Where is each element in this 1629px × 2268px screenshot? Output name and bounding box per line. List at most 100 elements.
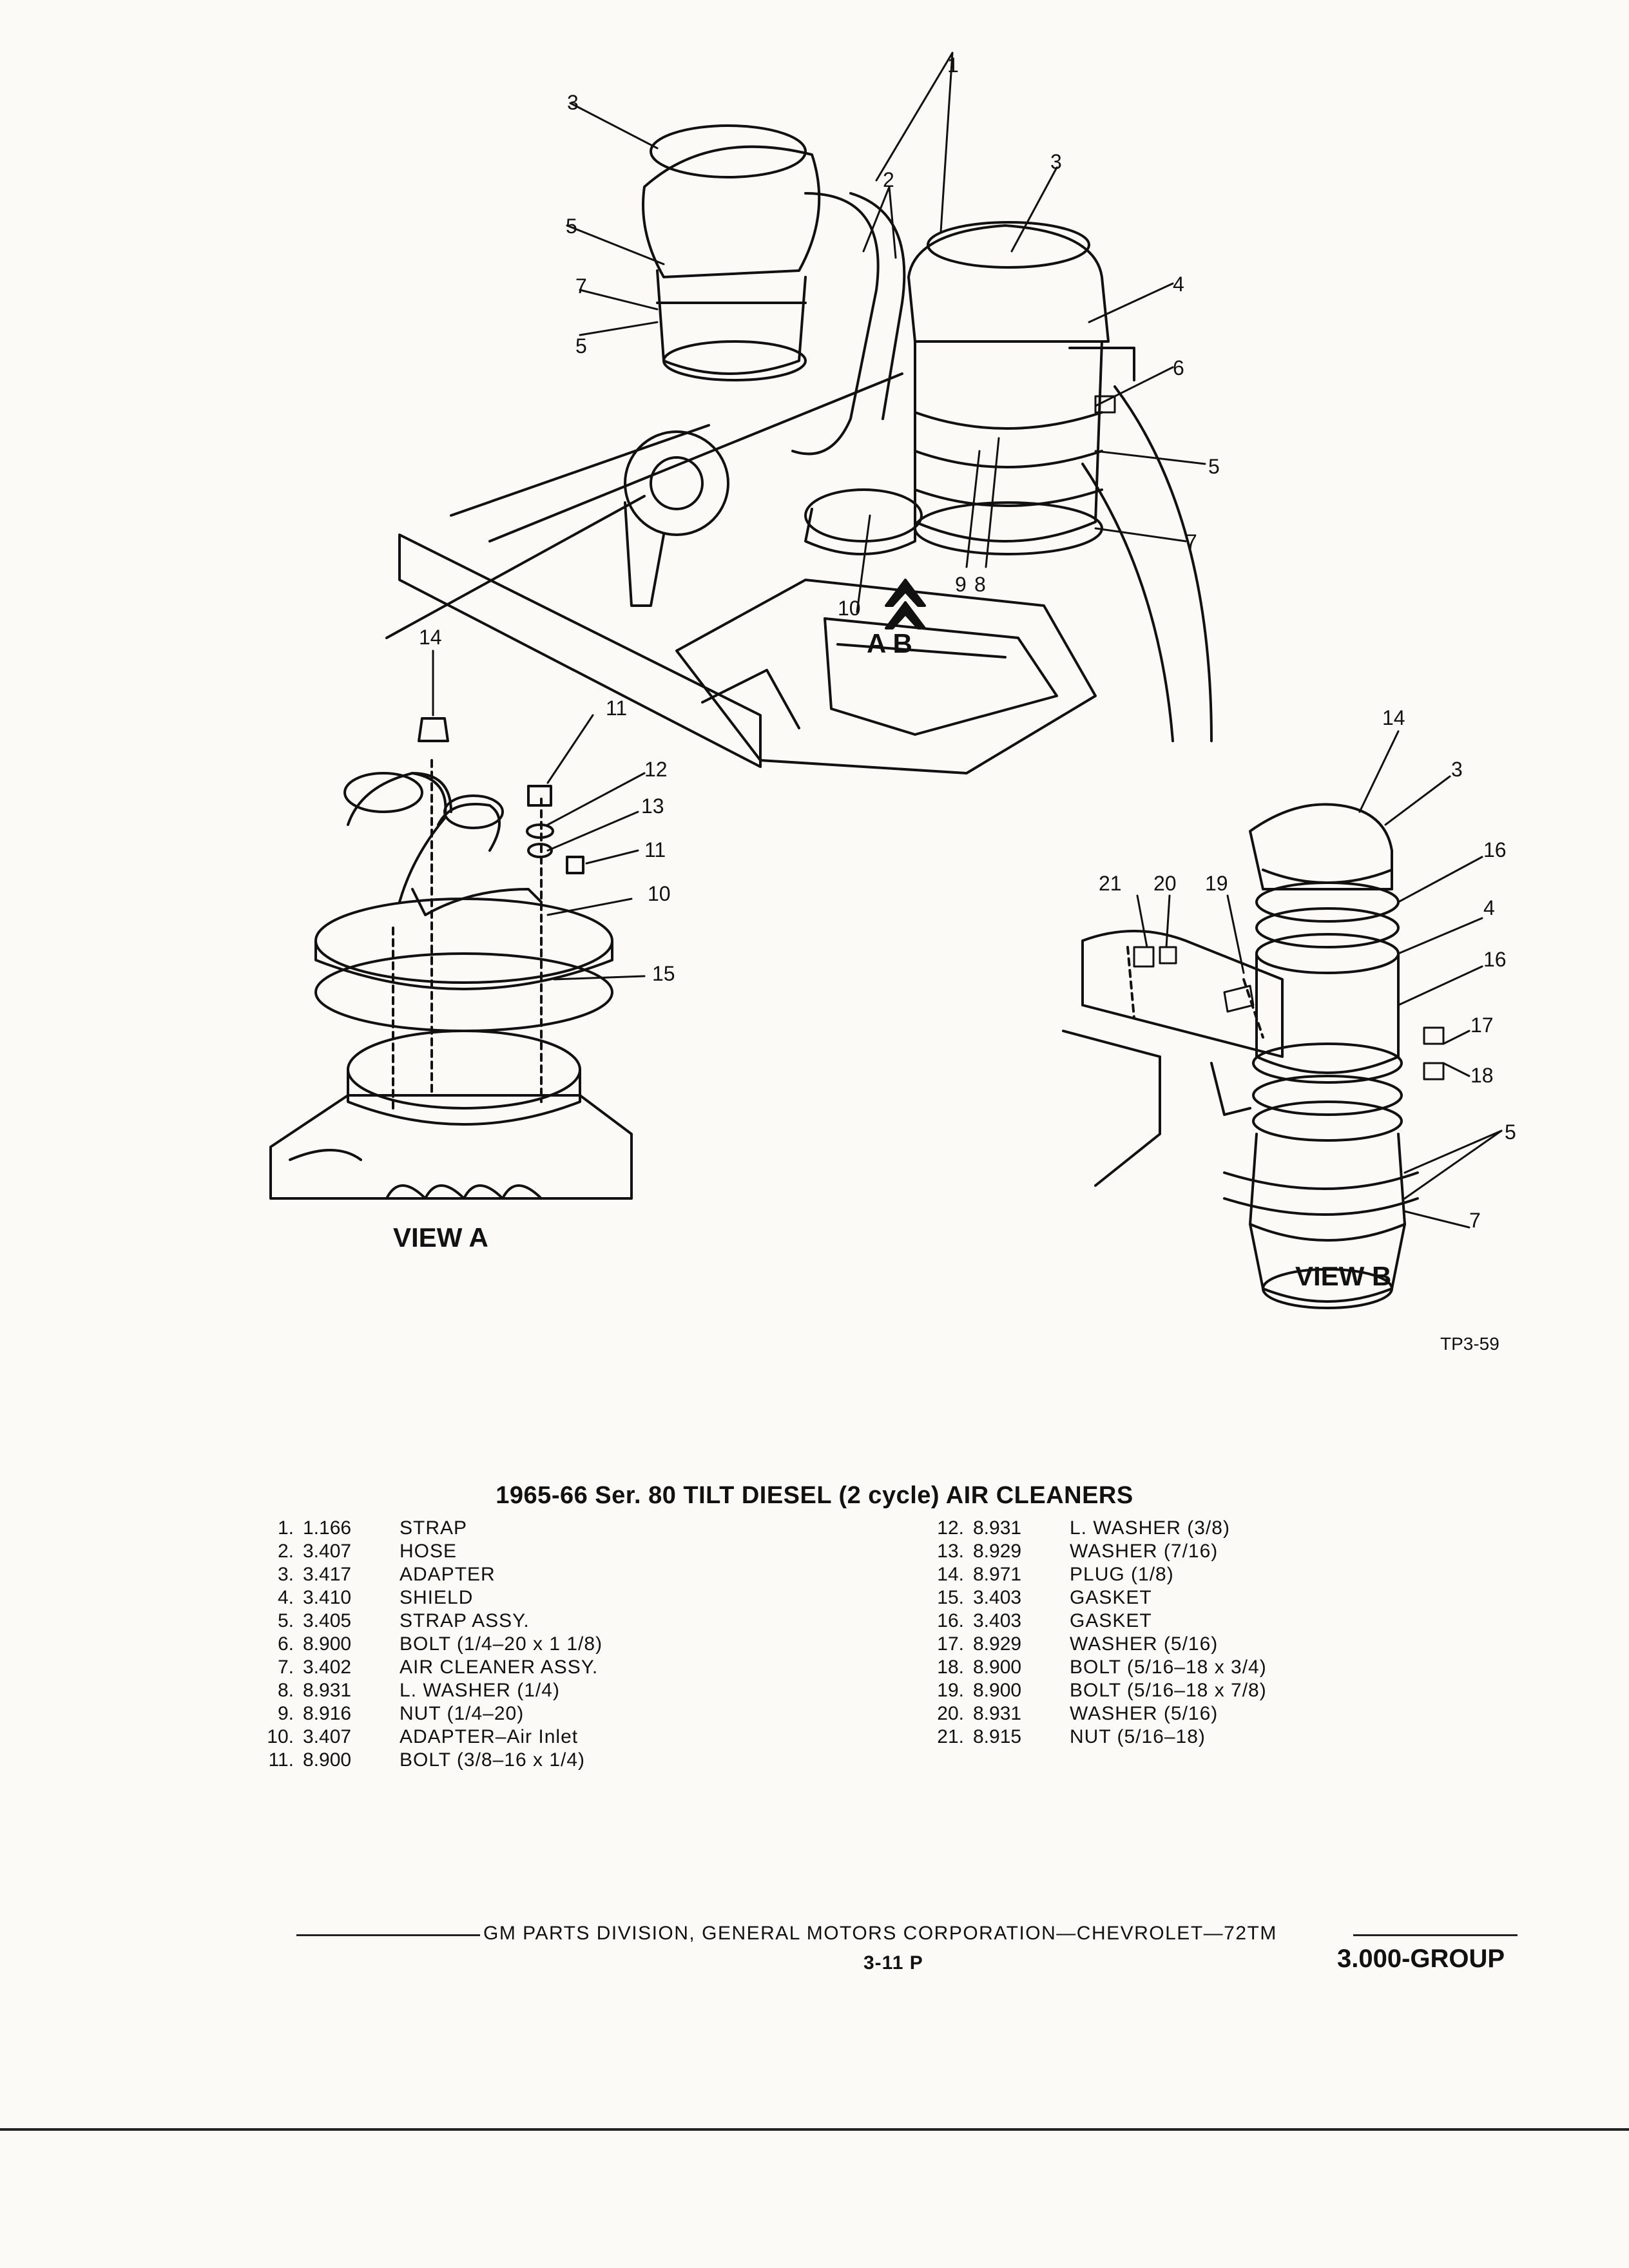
footer-rule-right [1353, 1934, 1518, 1936]
group-number: 8.931 [303, 1680, 352, 1701]
group-number: 3.407 [303, 1541, 352, 1562]
view-a-drawing [269, 717, 633, 1200]
group-number: 3.403 [973, 1610, 1022, 1631]
parts-row: 7. 3.402 AIR CLEANER ASSY. [245, 1656, 709, 1679]
part-description: SHIELD [400, 1587, 474, 1608]
group-number: 8.916 [303, 1703, 352, 1724]
page-number: 3-11 P [863, 1952, 923, 1974]
part-description: STRAP [400, 1517, 468, 1539]
part-number: 1. [277, 1517, 294, 1539]
group-number: 8.971 [973, 1564, 1022, 1585]
part-description: BOLT (5/16–18 x 7/8) [1070, 1680, 1267, 1701]
parts-row: 14. 8.971 PLUG (1/8) [915, 1563, 1379, 1586]
callout: 5 [566, 215, 577, 238]
part-number: 12. [937, 1517, 964, 1539]
part-number: 4. [277, 1587, 294, 1608]
group-number: 8.900 [973, 1657, 1022, 1678]
part-description: HOSE [400, 1541, 458, 1562]
part-description: BOLT (3/8–16 x 1/4) [400, 1749, 586, 1771]
callout: 10 [648, 882, 671, 905]
callout: 7 [1186, 530, 1197, 553]
callout: 3 [567, 91, 579, 114]
parts-row: 1. 1.166 STRAP [245, 1517, 709, 1540]
parts-row: 18. 8.900 BOLT (5/16–18 x 3/4) [915, 1656, 1379, 1679]
part-description: GASKET [1070, 1587, 1152, 1608]
group-number: 3.417 [303, 1564, 352, 1585]
callout: 18 [1470, 1064, 1494, 1087]
callout: 3 [1050, 150, 1062, 173]
group-number: 3.402 [303, 1657, 352, 1678]
callout: 16 [1483, 948, 1507, 971]
callout: 9 [955, 573, 967, 596]
part-number: 11. [268, 1749, 294, 1771]
callout: 3 [1451, 758, 1463, 781]
callouts-view-a: 10 11 11 12 13 14 15 [419, 626, 675, 985]
part-number: 5. [277, 1610, 294, 1631]
callout: 17 [1470, 1014, 1494, 1037]
part-number: 6. [277, 1633, 294, 1655]
callout: 7 [1469, 1209, 1481, 1232]
group-number: 3.410 [303, 1587, 352, 1608]
callout: 16 [1483, 838, 1507, 861]
part-description: L. WASHER (3/8) [1070, 1517, 1230, 1539]
part-description: GASKET [1070, 1610, 1152, 1631]
group-number: 8.929 [973, 1633, 1022, 1655]
part-description: NUT (1/4–20) [400, 1703, 525, 1724]
part-number: 18. [937, 1657, 964, 1678]
part-number: 10. [267, 1726, 294, 1747]
callout: 4 [1483, 896, 1495, 919]
view-a-label: VIEW A [393, 1222, 488, 1253]
callout: 8 [974, 573, 986, 596]
group-number: 3.403 [973, 1587, 1022, 1608]
part-number: 14. [937, 1564, 964, 1585]
part-number: 8. [277, 1680, 294, 1701]
group-number: 1.166 [303, 1517, 352, 1539]
part-description: ADAPTER–Air Inlet [400, 1726, 579, 1747]
part-number: 19. [937, 1680, 964, 1701]
callout: 21 [1099, 872, 1122, 895]
callout: 5 [1208, 455, 1220, 478]
figure-code: TP3-59 [1440, 1334, 1499, 1354]
parts-row: 2. 3.407 HOSE [245, 1540, 709, 1563]
callout: 14 [1382, 706, 1405, 729]
group-number: 8.915 [973, 1726, 1022, 1747]
callout: 10 [838, 597, 861, 620]
callout: 11 [606, 697, 627, 720]
callout: 15 [652, 962, 675, 985]
part-description: ADAPTER [400, 1564, 496, 1585]
view-b-drawing [1062, 803, 1419, 1309]
part-number: 2. [277, 1541, 294, 1562]
callout: 19 [1205, 872, 1228, 895]
part-description: BOLT (5/16–18 x 3/4) [1070, 1657, 1267, 1678]
callout: 6 [1173, 356, 1184, 380]
group-number-footer: 3.000-GROUP [1337, 1945, 1505, 1973]
part-description: BOLT (1/4–20 x 1 1/8) [400, 1633, 603, 1655]
callout: 7 [575, 274, 587, 298]
callout: 11 [644, 838, 666, 861]
part-description: PLUG (1/8) [1070, 1564, 1174, 1585]
part-number: 13. [937, 1541, 964, 1562]
part-number: 17. [937, 1633, 964, 1655]
group-number: 8.900 [303, 1633, 352, 1655]
group-number: 8.900 [303, 1749, 352, 1771]
parts-row: 19. 8.900 BOLT (5/16–18 x 7/8) [915, 1679, 1379, 1702]
part-description: NUT (5/16–18) [1070, 1726, 1206, 1747]
callout: 20 [1153, 872, 1177, 895]
part-number: 9. [277, 1703, 294, 1724]
callout: 14 [419, 626, 442, 649]
part-number: 7. [277, 1657, 294, 1678]
part-description: AIR CLEANER ASSY. [400, 1657, 599, 1678]
group-number: 8.900 [973, 1680, 1022, 1701]
callout: 5 [575, 334, 587, 358]
callout: 5 [1505, 1120, 1516, 1144]
